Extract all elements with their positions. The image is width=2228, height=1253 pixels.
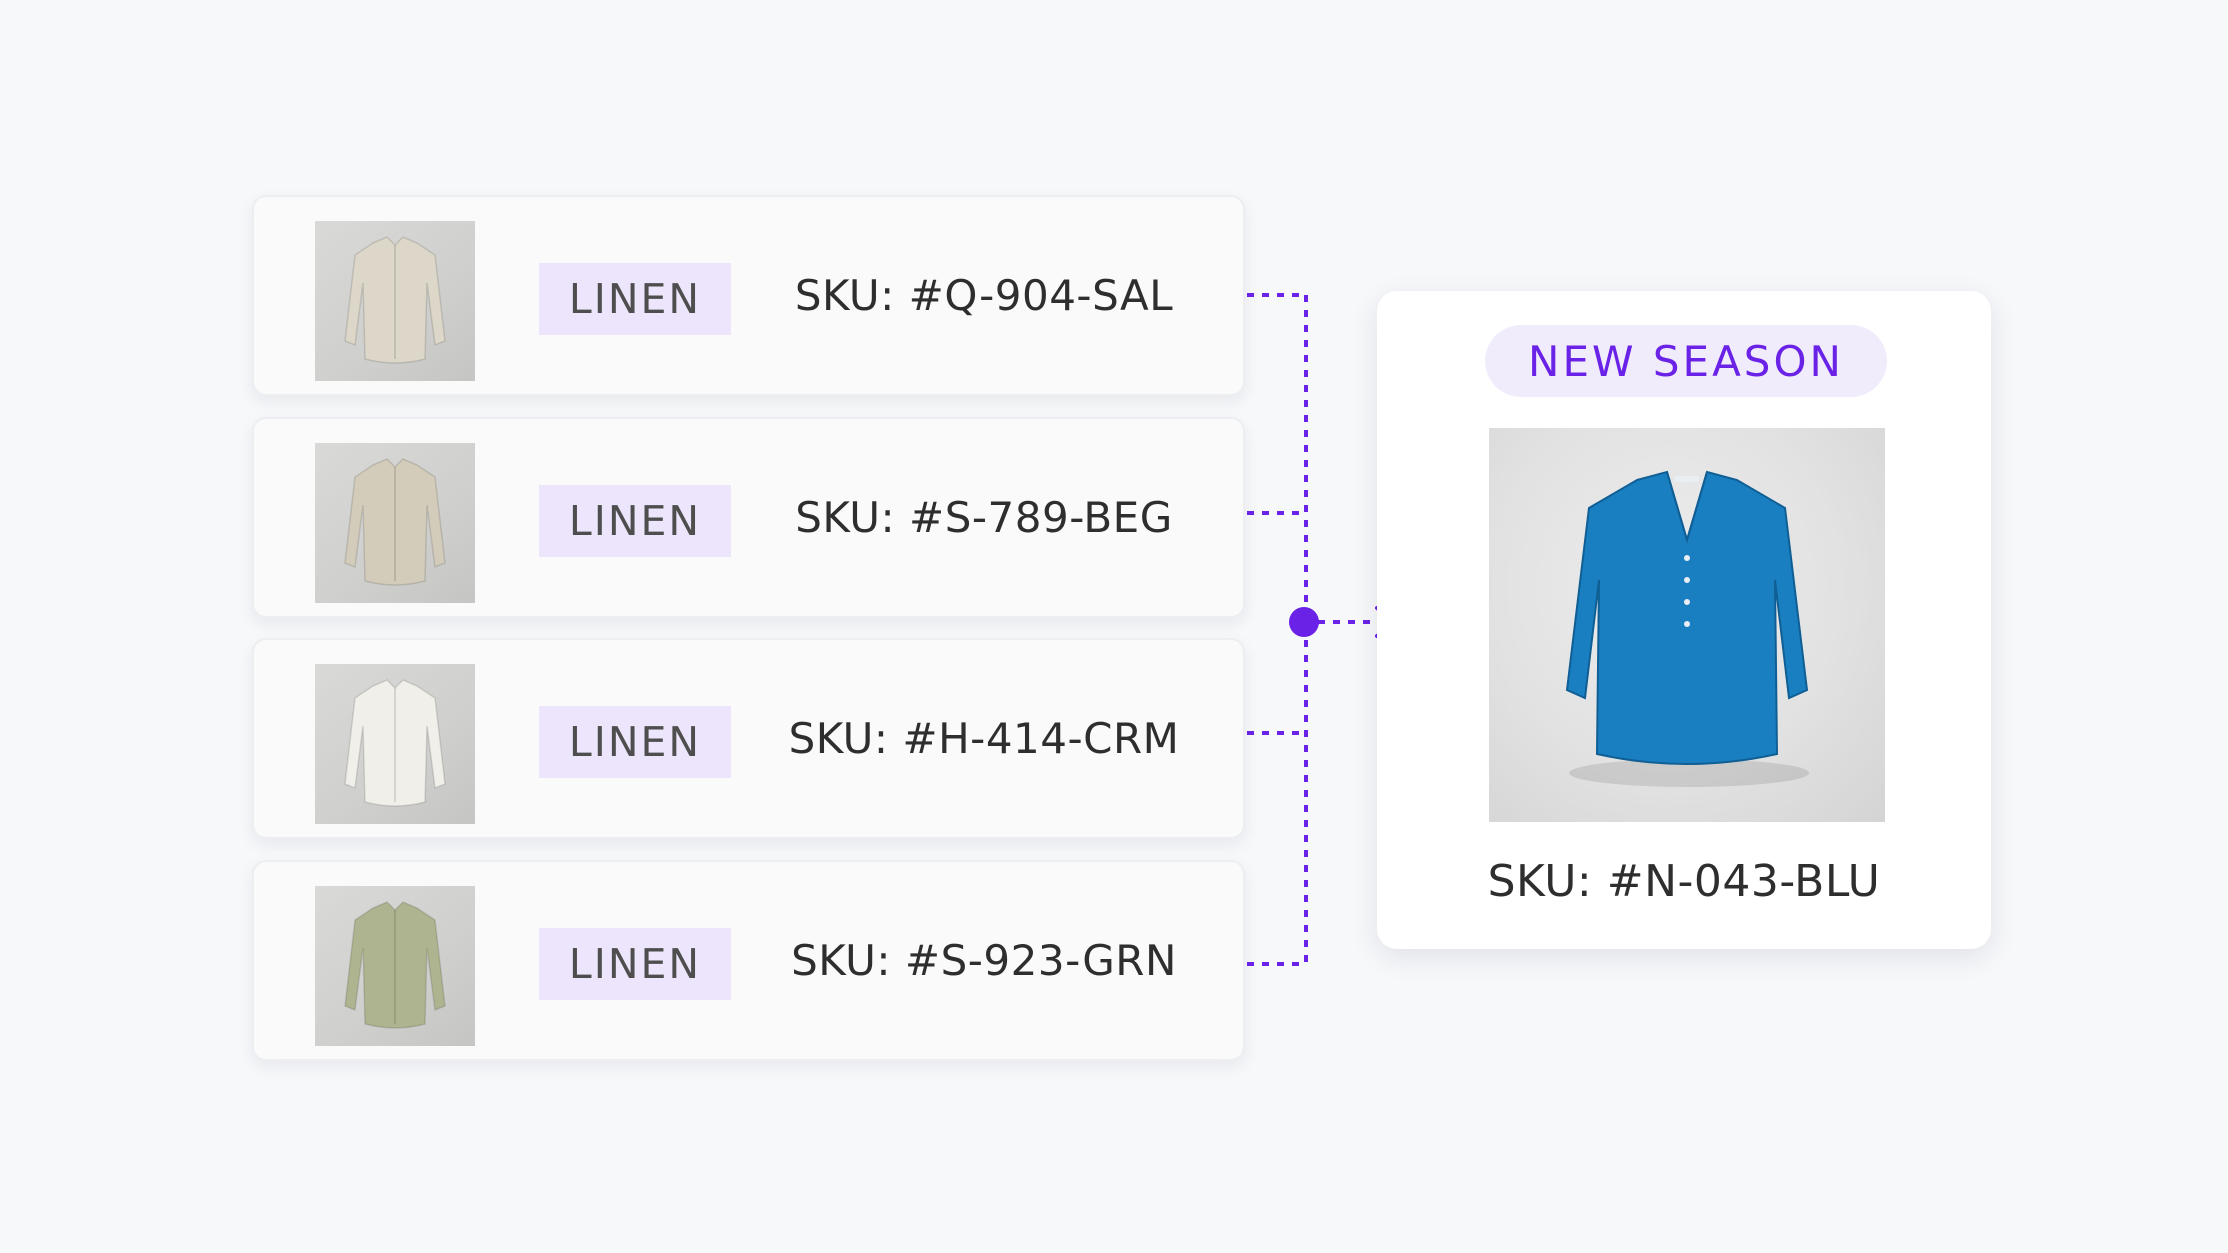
merge-node-icon xyxy=(1289,607,1319,637)
sku-label: SKU: #S-923-GRN xyxy=(791,936,1177,985)
material-tag: LINEN xyxy=(539,928,731,1000)
source-item-card: LINEN SKU: #Q-904-SAL xyxy=(252,195,1245,396)
material-tag: LINEN xyxy=(539,706,731,778)
material-tag: LINEN xyxy=(539,485,731,557)
shirt-image xyxy=(344,679,446,807)
shirt-image xyxy=(344,236,446,364)
source-item-card: LINEN SKU: #S-923-GRN xyxy=(252,860,1245,1061)
blouse-image xyxy=(1565,470,1809,787)
linen-shirt-icon xyxy=(315,221,475,381)
sku-label: SKU: #Q-904-SAL xyxy=(794,271,1174,320)
source-item-card: LINEN SKU: #S-789-BEG xyxy=(252,417,1245,618)
sku-label: SKU: #H-414-CRM xyxy=(788,714,1180,763)
linen-shirt-icon xyxy=(315,886,475,1046)
shirt-image xyxy=(344,458,446,586)
new-season-badge: NEW SEASON xyxy=(1485,325,1887,397)
material-tag: LINEN xyxy=(539,263,731,335)
target-item-card: NEW SEASON SKU: #N-043-BLU xyxy=(1377,291,1991,949)
sku-label: SKU: #S-789-BEG xyxy=(795,493,1173,542)
shirt-image xyxy=(344,901,446,1029)
source-item-card: LINEN SKU: #H-414-CRM xyxy=(252,638,1245,839)
linen-shirt-icon xyxy=(315,664,475,824)
sku-label: SKU: #N-043-BLU xyxy=(1487,855,1881,907)
linen-shirt-icon xyxy=(315,443,475,603)
blue-blouse-icon xyxy=(1489,428,1885,822)
